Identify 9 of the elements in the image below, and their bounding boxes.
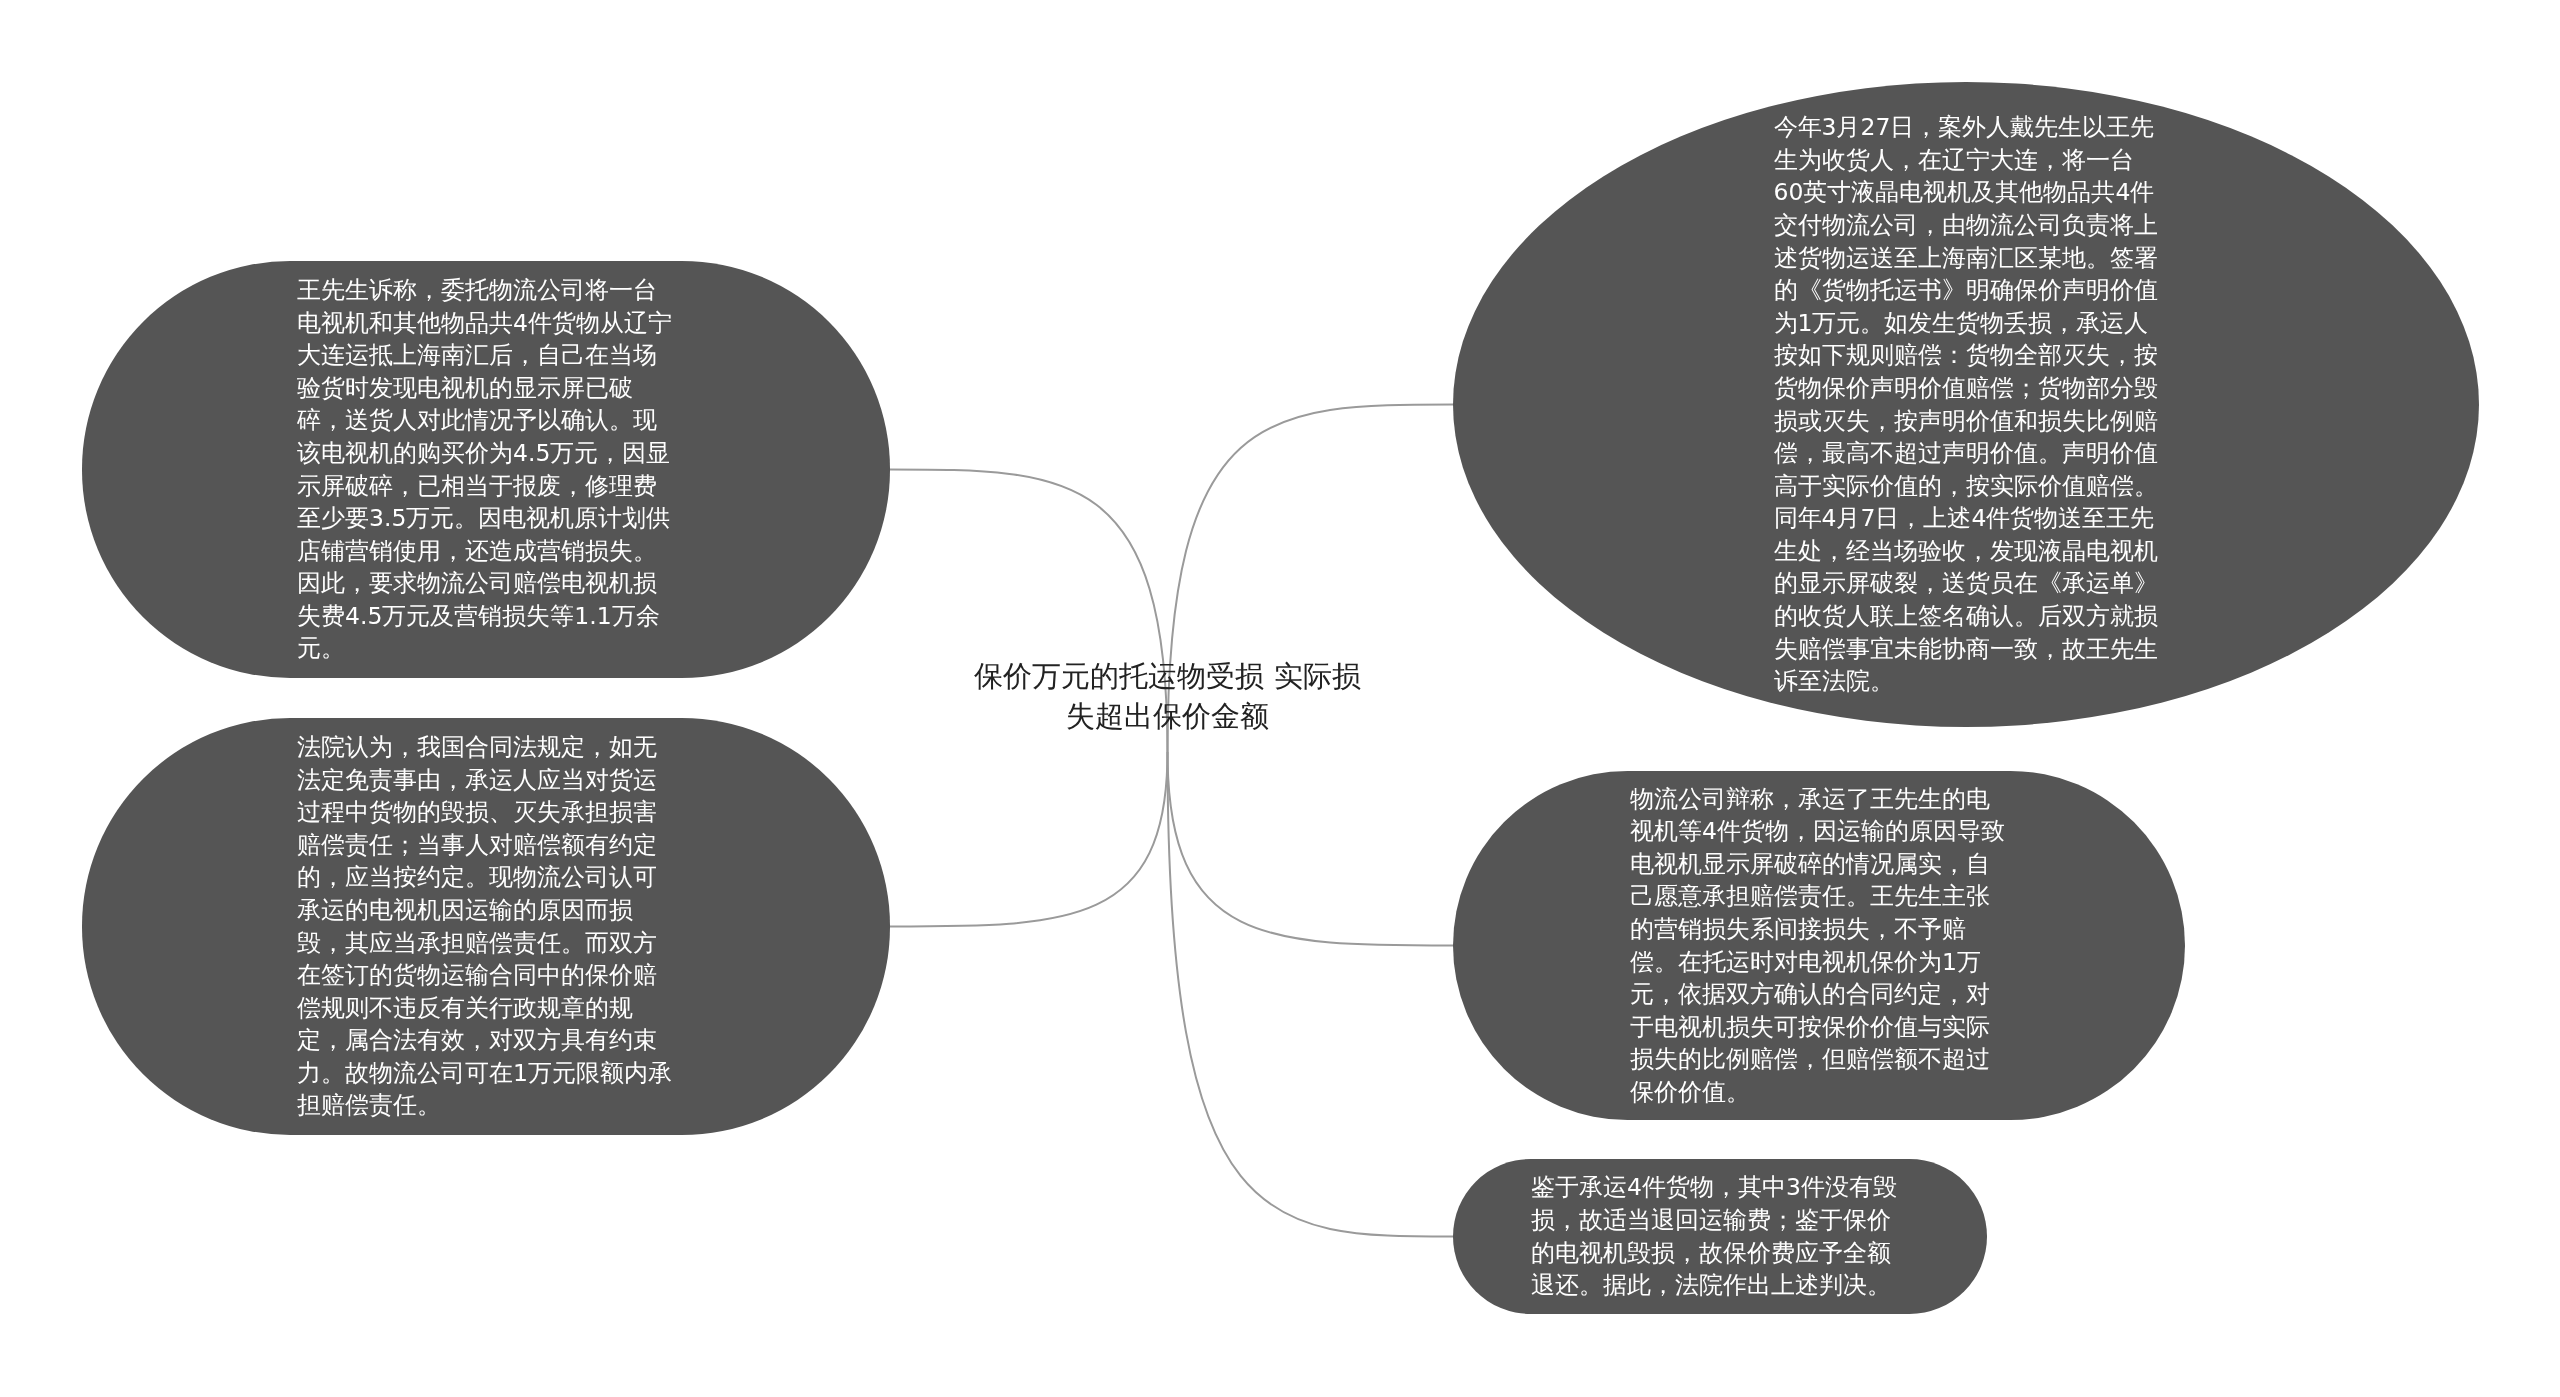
central-topic: 保价万元的托运物受损 实际损失超出保价金额 <box>973 658 1362 735</box>
connector-curve <box>1166 403 1454 753</box>
connector-curve <box>889 468 1169 753</box>
topic-text: 今年3月27日，案外人戴先生以王先生为收货人，在辽宁大连，将一台60英寸液晶电视机及其他物品共4件交付物流公司，由物流公司负责将上述货物运送至上海南汇区某地。签署的《货物托运书》明确保价声明价值为1万元。如发生货物丢损，承运人按如下规则赔偿：货物全部灭失，按货物保价声明价值赔偿；货物部分毁损或灭失，按声明价值和损失比例赔偿，最高不超过声明价值。声明价值高于实际价值的，按实际价值赔偿。同年4月7日，上述4件货物送至王先生处，经当场验收，发现液晶电视机的显示屏破裂，送货员在《承运单》的收货人联上签名确认。后双方就损失赔偿事宜未能协商一致，故王先生诉至法院。 <box>1773 112 2159 698</box>
topic-text: 物流公司辩称，承运了王先生的电视机等4件货物，因运输的原因导致电视机显示屏破碎的情况属实，自己愿意承担赔偿责任。王先生主张的营销损失系间接损失，不予赔偿。在托运时对电视机保价为1万元，依据双方确认的合同约定，对于电视机损失可按保价价值与实际损失的比例赔偿，但赔偿额不超过保价价值。 <box>1630 783 2006 1108</box>
connector-curve <box>889 751 1169 928</box>
topic-text: 王先生诉称，委托物流公司将一台电视机和其他物品共4件货物从辽宁大连运抵上海南汇后，自己在当场验货时发现电视机的显示屏已破碎，送货人对此情况予以确认。现该电视机的购买价为4.5万元，因显示屏破碎，已相当于报废，修理费至少要3.5万元。因电视机原计划供店铺营销使用，还造成营销损失。因此，要求物流公司赔偿电视机损失费4.5万元及营销损失等1.1万余元。 <box>297 274 673 665</box>
topic-text: 鉴于承运4件货物，其中3件没有毁损，故适当退回运输费；鉴于保价的电视机毁损，故保价费应予全额退还。据此，法院作出上述判决。 <box>1531 1172 1898 1302</box>
topic-text: 法院认为，我国合同法规定，如无法定免责事由，承运人应当对货运过程中货物的毁损、灭失承担损害赔偿责任；当事人对赔偿额有约定的，应当按约定。现物流公司认可承运的电视机因运输的原因而损毁，其应当承担赔偿责任。而双方在签订的货物运输合同中的保价赔偿规则不违反有关行政规章的规定，属合法有效，对双方具有约束力。故物流公司可在1万元限额内承担赔偿责任。 <box>297 731 673 1122</box>
